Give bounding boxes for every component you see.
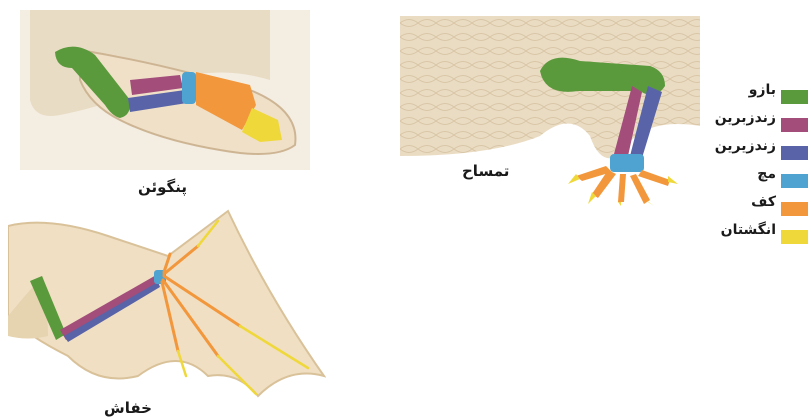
bat-panel [8,206,326,401]
penguin-caption: پنگوئن [138,178,187,196]
penguin-flipper-illustration [20,10,310,170]
legend-item-humerus: بازو [700,82,808,110]
legend-label: کف [751,194,776,210]
legend-label: زندزیرین [715,138,776,154]
legend-item-radius: زندزبرین [700,110,808,138]
legend-label: بازو [749,82,776,98]
legend-swatch [781,118,808,132]
legend-item-carpals: مچ [700,166,808,194]
bat-caption: خفاش [104,399,152,417]
legend-swatch [781,230,808,244]
legend-item-metacarpals: کف [700,194,808,222]
crocodile-panel [400,16,700,206]
penguin-panel [20,10,310,170]
legend-label: مچ [757,166,776,182]
legend-label: انگشتان [721,222,776,238]
legend-swatch [781,202,808,216]
penguin-carpals [182,72,196,104]
legend-label: زندزبرین [715,110,776,126]
legend-item-phalanges: انگشتان [700,222,808,250]
crocodile-forelimb-illustration [400,16,700,206]
crocodile-carpals [610,154,644,172]
bat-wing-illustration [8,206,326,401]
crocodile-caption: تمساح [462,162,509,180]
legend-swatch [781,174,808,188]
legend-swatch [781,90,808,104]
legend-swatch [781,146,808,160]
legend-item-ulna: زندزیرین [700,138,808,166]
